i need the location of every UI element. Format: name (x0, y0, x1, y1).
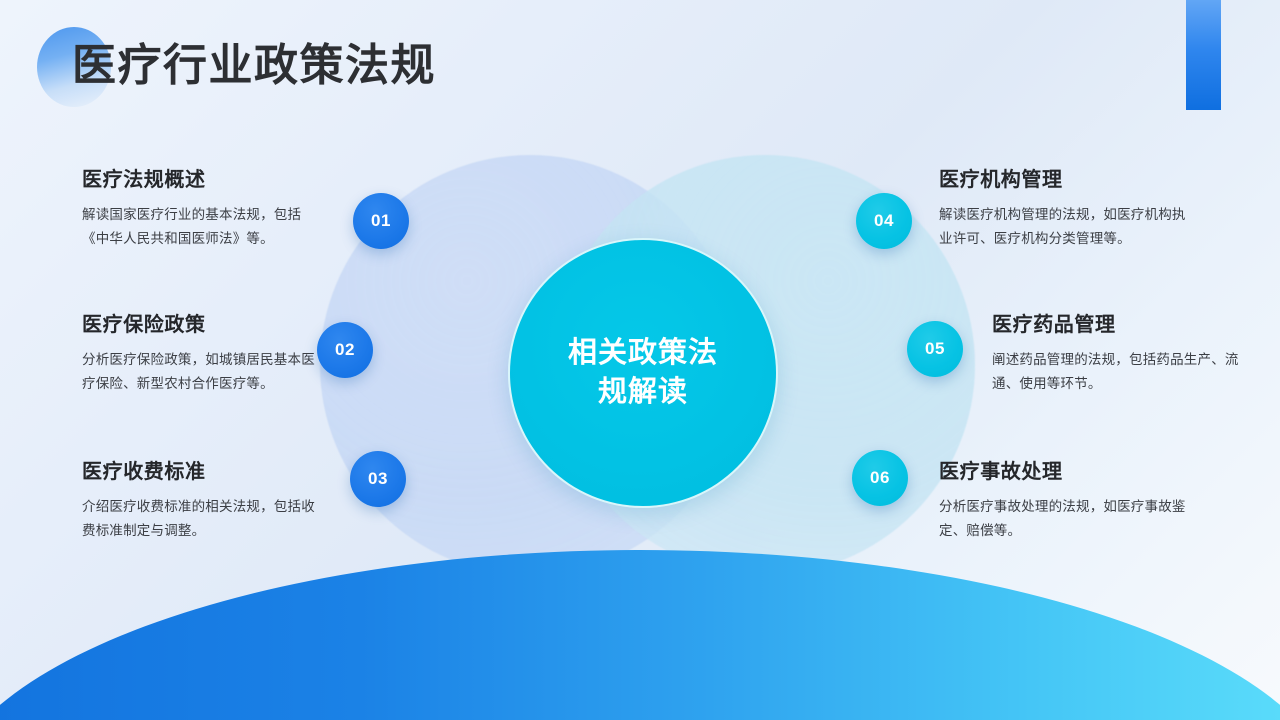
badge-01[interactable]: 01 (353, 193, 409, 249)
item-block-06: 医疗事故处理 分析医疗事故处理的法规，如医疗事故鉴定、赔偿等。 (939, 460, 1191, 543)
bottom-wave-decoration (0, 550, 1280, 720)
badge-02[interactable]: 02 (317, 322, 373, 378)
item-block-05: 医疗药品管理 阐述药品管理的法规，包括药品生产、流通、使用等环节。 (992, 313, 1244, 396)
badge-number-06: 06 (870, 468, 890, 487)
item-title-05: 医疗药品管理 (992, 314, 1116, 336)
item-desc-06: 分析医疗事故处理的法规，如医疗事故鉴定、赔偿等。 (939, 499, 1186, 539)
badge-number-03: 03 (368, 469, 388, 488)
item-desc-02: 分析医疗保险政策，如城镇居民基本医疗保险、新型农村合作医疗等。 (82, 352, 315, 392)
item-title-03: 医疗收费标准 (82, 461, 206, 483)
badge-number-01: 01 (371, 211, 391, 230)
item-desc-01: 解读国家医疗行业的基本法规，包括《中华人民共和国医师法》等。 (82, 207, 302, 247)
item-block-02: 医疗保险政策 分析医疗保险政策，如城镇居民基本医疗保险、新型农村合作医疗等。 (82, 313, 320, 396)
badge-06[interactable]: 06 (852, 450, 908, 506)
item-block-04: 医疗机构管理 解读医疗机构管理的法规，如医疗机构执业许可、医疗机构分类管理等。 (939, 168, 1191, 251)
center-topic-circle: 相关政策法规解读 (508, 238, 778, 508)
item-block-01: 医疗法规概述 解读国家医疗行业的基本法规，包括《中华人民共和国医师法》等。 (82, 168, 320, 251)
badge-04[interactable]: 04 (856, 193, 912, 249)
badge-number-02: 02 (335, 340, 355, 359)
top-right-accent-bar (1186, 0, 1221, 110)
item-title-02: 医疗保险政策 (82, 314, 206, 336)
item-desc-04: 解读医疗机构管理的法规，如医疗机构执业许可、医疗机构分类管理等。 (939, 207, 1186, 247)
item-desc-03: 介绍医疗收费标准的相关法规，包括收费标准制定与调整。 (82, 499, 315, 539)
badge-05[interactable]: 05 (907, 321, 963, 377)
badge-number-05: 05 (925, 339, 945, 358)
item-title-01: 医疗法规概述 (82, 169, 206, 191)
page-title: 医疗行业政策法规 (72, 41, 436, 90)
item-title-04: 医疗机构管理 (939, 169, 1063, 191)
center-topic-label: 相关政策法规解读 (567, 336, 718, 408)
item-desc-05: 阐述药品管理的法规，包括药品生产、流通、使用等环节。 (992, 352, 1239, 392)
badge-03[interactable]: 03 (350, 451, 406, 507)
item-block-03: 医疗收费标准 介绍医疗收费标准的相关法规，包括收费标准制定与调整。 (82, 460, 320, 543)
badge-number-04: 04 (874, 211, 894, 230)
item-title-06: 医疗事故处理 (939, 461, 1063, 483)
title-decoration-circle (37, 27, 111, 107)
